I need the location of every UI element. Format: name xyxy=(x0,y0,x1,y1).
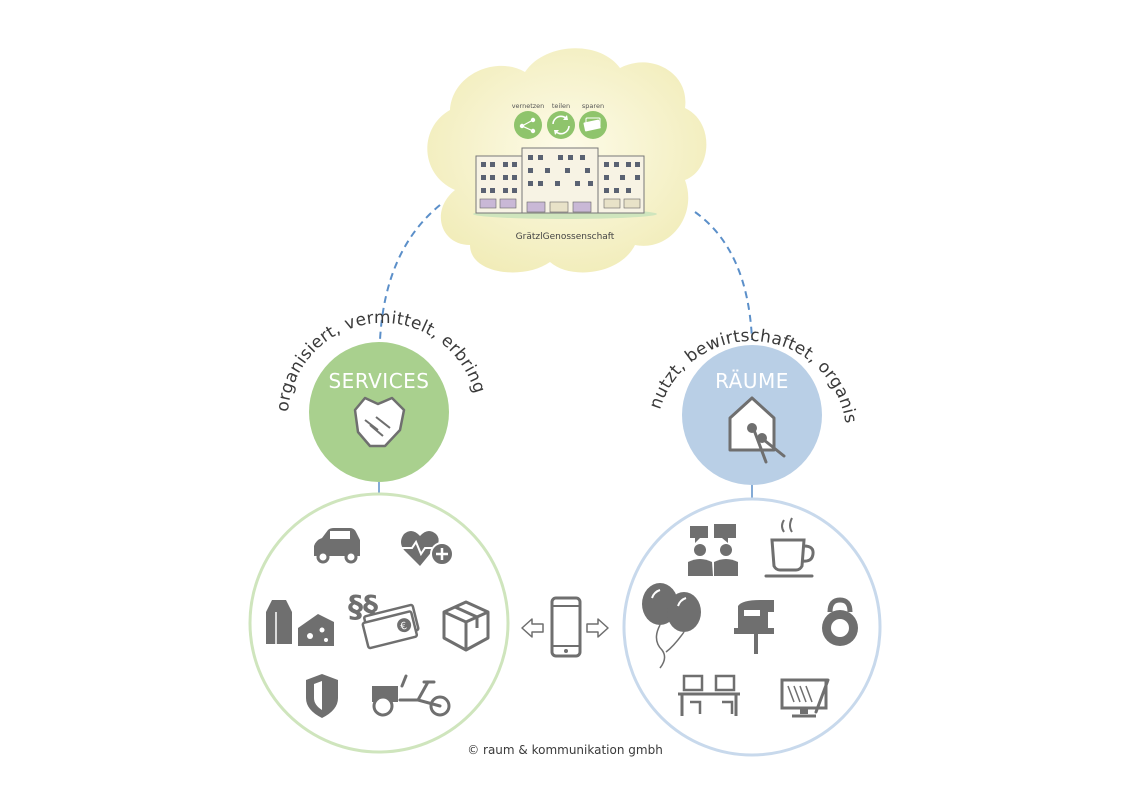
cooperative-title: GrätzlGenossenschaft xyxy=(516,232,615,242)
svg-text:€: € xyxy=(399,621,408,633)
raeume-title: RÄUME xyxy=(715,369,789,393)
label-share: teilen xyxy=(552,102,570,110)
arrow-right-icon xyxy=(586,618,609,638)
share-badge: teilen xyxy=(547,102,575,139)
network-icon xyxy=(519,117,536,134)
kettlebell-icon xyxy=(822,597,858,646)
balloons-icon xyxy=(642,583,701,669)
jigsaw-tool-icon xyxy=(734,600,774,654)
copyright: © raum & kommunikation gmbh xyxy=(467,743,663,757)
car-icon xyxy=(314,528,360,564)
drawing-tablet-icon xyxy=(780,678,830,718)
shield-icon xyxy=(306,674,338,718)
connector-right xyxy=(694,211,753,341)
label-save: sparen xyxy=(582,102,604,110)
milk-carton-icon xyxy=(266,600,292,644)
network-badge: vernetzen xyxy=(512,102,545,139)
meeting-people-icon xyxy=(688,524,738,576)
share-icon xyxy=(552,115,570,135)
coffee-cup-icon xyxy=(764,517,815,578)
paragraph-money-icon: §§ € xyxy=(348,590,420,650)
cargo-bike-icon xyxy=(372,674,451,717)
cheese-icon xyxy=(298,614,334,646)
label-network: vernetzen xyxy=(512,102,545,110)
house-keys-icon xyxy=(728,396,786,464)
save-badge: sparen xyxy=(579,102,607,139)
money-icon xyxy=(583,117,601,132)
parcel-icon xyxy=(442,600,490,652)
buildings-icon xyxy=(473,147,657,219)
services-title: SERVICES xyxy=(328,369,429,393)
services-arc-text: organisiert, vermittelt, erbringt... xyxy=(0,0,489,413)
arrow-left-icon xyxy=(521,618,544,638)
connector-left xyxy=(379,204,441,341)
smartphone-icon xyxy=(550,596,582,658)
heart-plus-icon xyxy=(401,530,454,566)
coworking-desks-icon xyxy=(678,674,740,716)
handshake-icon xyxy=(353,396,406,448)
